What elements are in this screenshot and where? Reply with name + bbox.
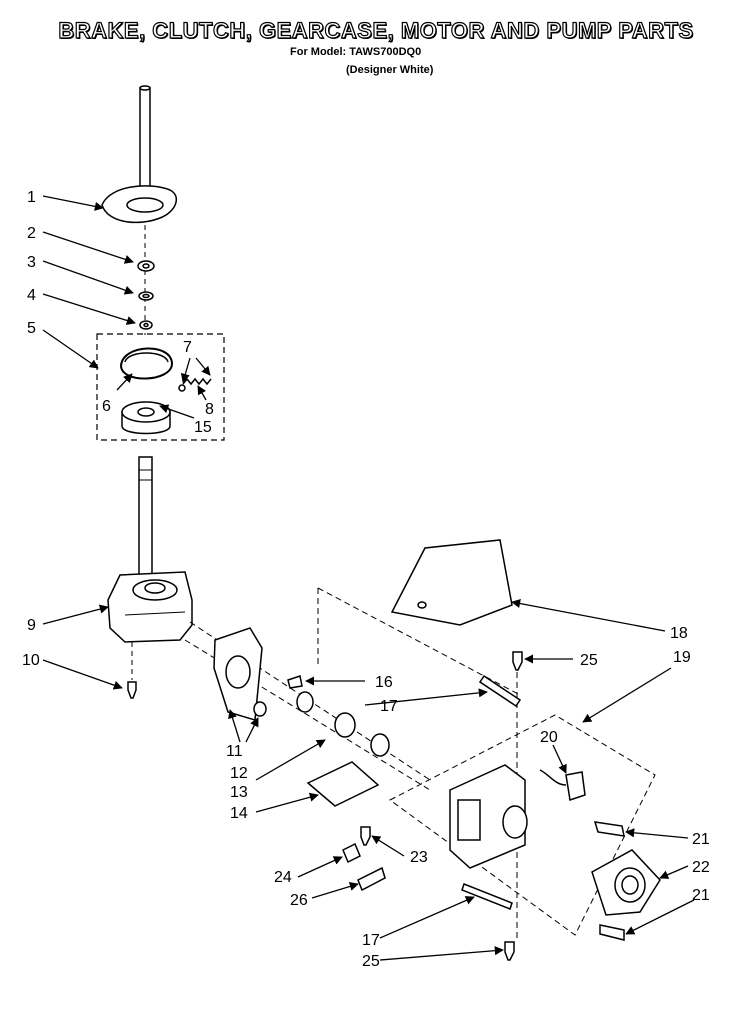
callout-7: 7 — [183, 339, 192, 356]
callout-11: 11 — [226, 743, 243, 760]
shield-18 — [390, 539, 513, 626]
callout-24: 24 — [274, 869, 292, 886]
screw-23 — [360, 826, 371, 846]
callout-26: 26 — [290, 892, 308, 909]
bolt-25-bottom — [504, 941, 515, 961]
callout-21-top: 21 — [692, 831, 710, 848]
clip-21-bottom — [599, 924, 625, 941]
nut-11 — [253, 701, 267, 717]
callout-21-bottom: 21 — [692, 887, 710, 904]
callout-17-top: 17 — [380, 698, 398, 715]
callout-23: 23 — [410, 849, 428, 866]
screw-16 — [287, 675, 303, 689]
callout-17-bottom: 17 — [362, 932, 380, 949]
clip-21-top — [593, 821, 625, 837]
bushing-24 — [342, 842, 361, 864]
callout-25-bottom: 25 — [362, 953, 380, 970]
spring — [182, 377, 212, 386]
callout-20: 20 — [540, 729, 558, 746]
callout-18: 18 — [670, 625, 688, 642]
callout-8: 8 — [205, 401, 214, 418]
model-subtitle: For Model: TAWS700DQ0 — [290, 46, 422, 58]
shaft-top — [139, 87, 151, 199]
motor-assembly-box — [389, 714, 656, 936]
callout-5: 5 — [27, 320, 36, 337]
gear-13a — [334, 712, 356, 738]
callout-6: 6 — [102, 398, 111, 415]
callout-12: 12 — [230, 765, 248, 782]
motor — [449, 764, 526, 869]
callout-labels: 1 2 3 4 5 6 7 8 15 9 10 16 17 11 12 13 1… — [22, 189, 710, 970]
callout-3: 3 — [27, 254, 36, 271]
gear-13b — [370, 733, 390, 757]
callout-10: 10 — [22, 652, 40, 669]
callout-16: 16 — [375, 674, 393, 691]
callout-1: 1 — [27, 189, 36, 206]
page-title: BRAKE, CLUTCH, GEARCASE, MOTOR AND PUMP … — [58, 17, 694, 43]
callout-13: 13 — [230, 784, 248, 801]
bolt-25-top — [512, 651, 523, 671]
callout-22: 22 — [692, 859, 710, 876]
drive-shaft — [138, 456, 153, 583]
brake-assembly-box — [96, 333, 225, 441]
bolt-10 — [127, 681, 137, 699]
switch-20 — [565, 771, 586, 801]
callout-25-top: 25 — [580, 652, 598, 669]
pulley-12 — [296, 691, 314, 713]
callout-2: 2 — [27, 225, 36, 242]
callout-19: 19 — [673, 649, 691, 666]
clamp-26 — [357, 866, 386, 892]
plate-14 — [306, 761, 380, 807]
clip-17-bottom — [461, 883, 513, 910]
color-subtitle: (Designer White) — [346, 64, 434, 76]
clip-17-top — [478, 674, 522, 708]
callout-9: 9 — [27, 617, 36, 634]
callout-14: 14 — [230, 805, 248, 822]
leader-lines — [42, 195, 695, 961]
callout-15: 15 — [194, 419, 212, 436]
callout-4: 4 — [27, 287, 36, 304]
